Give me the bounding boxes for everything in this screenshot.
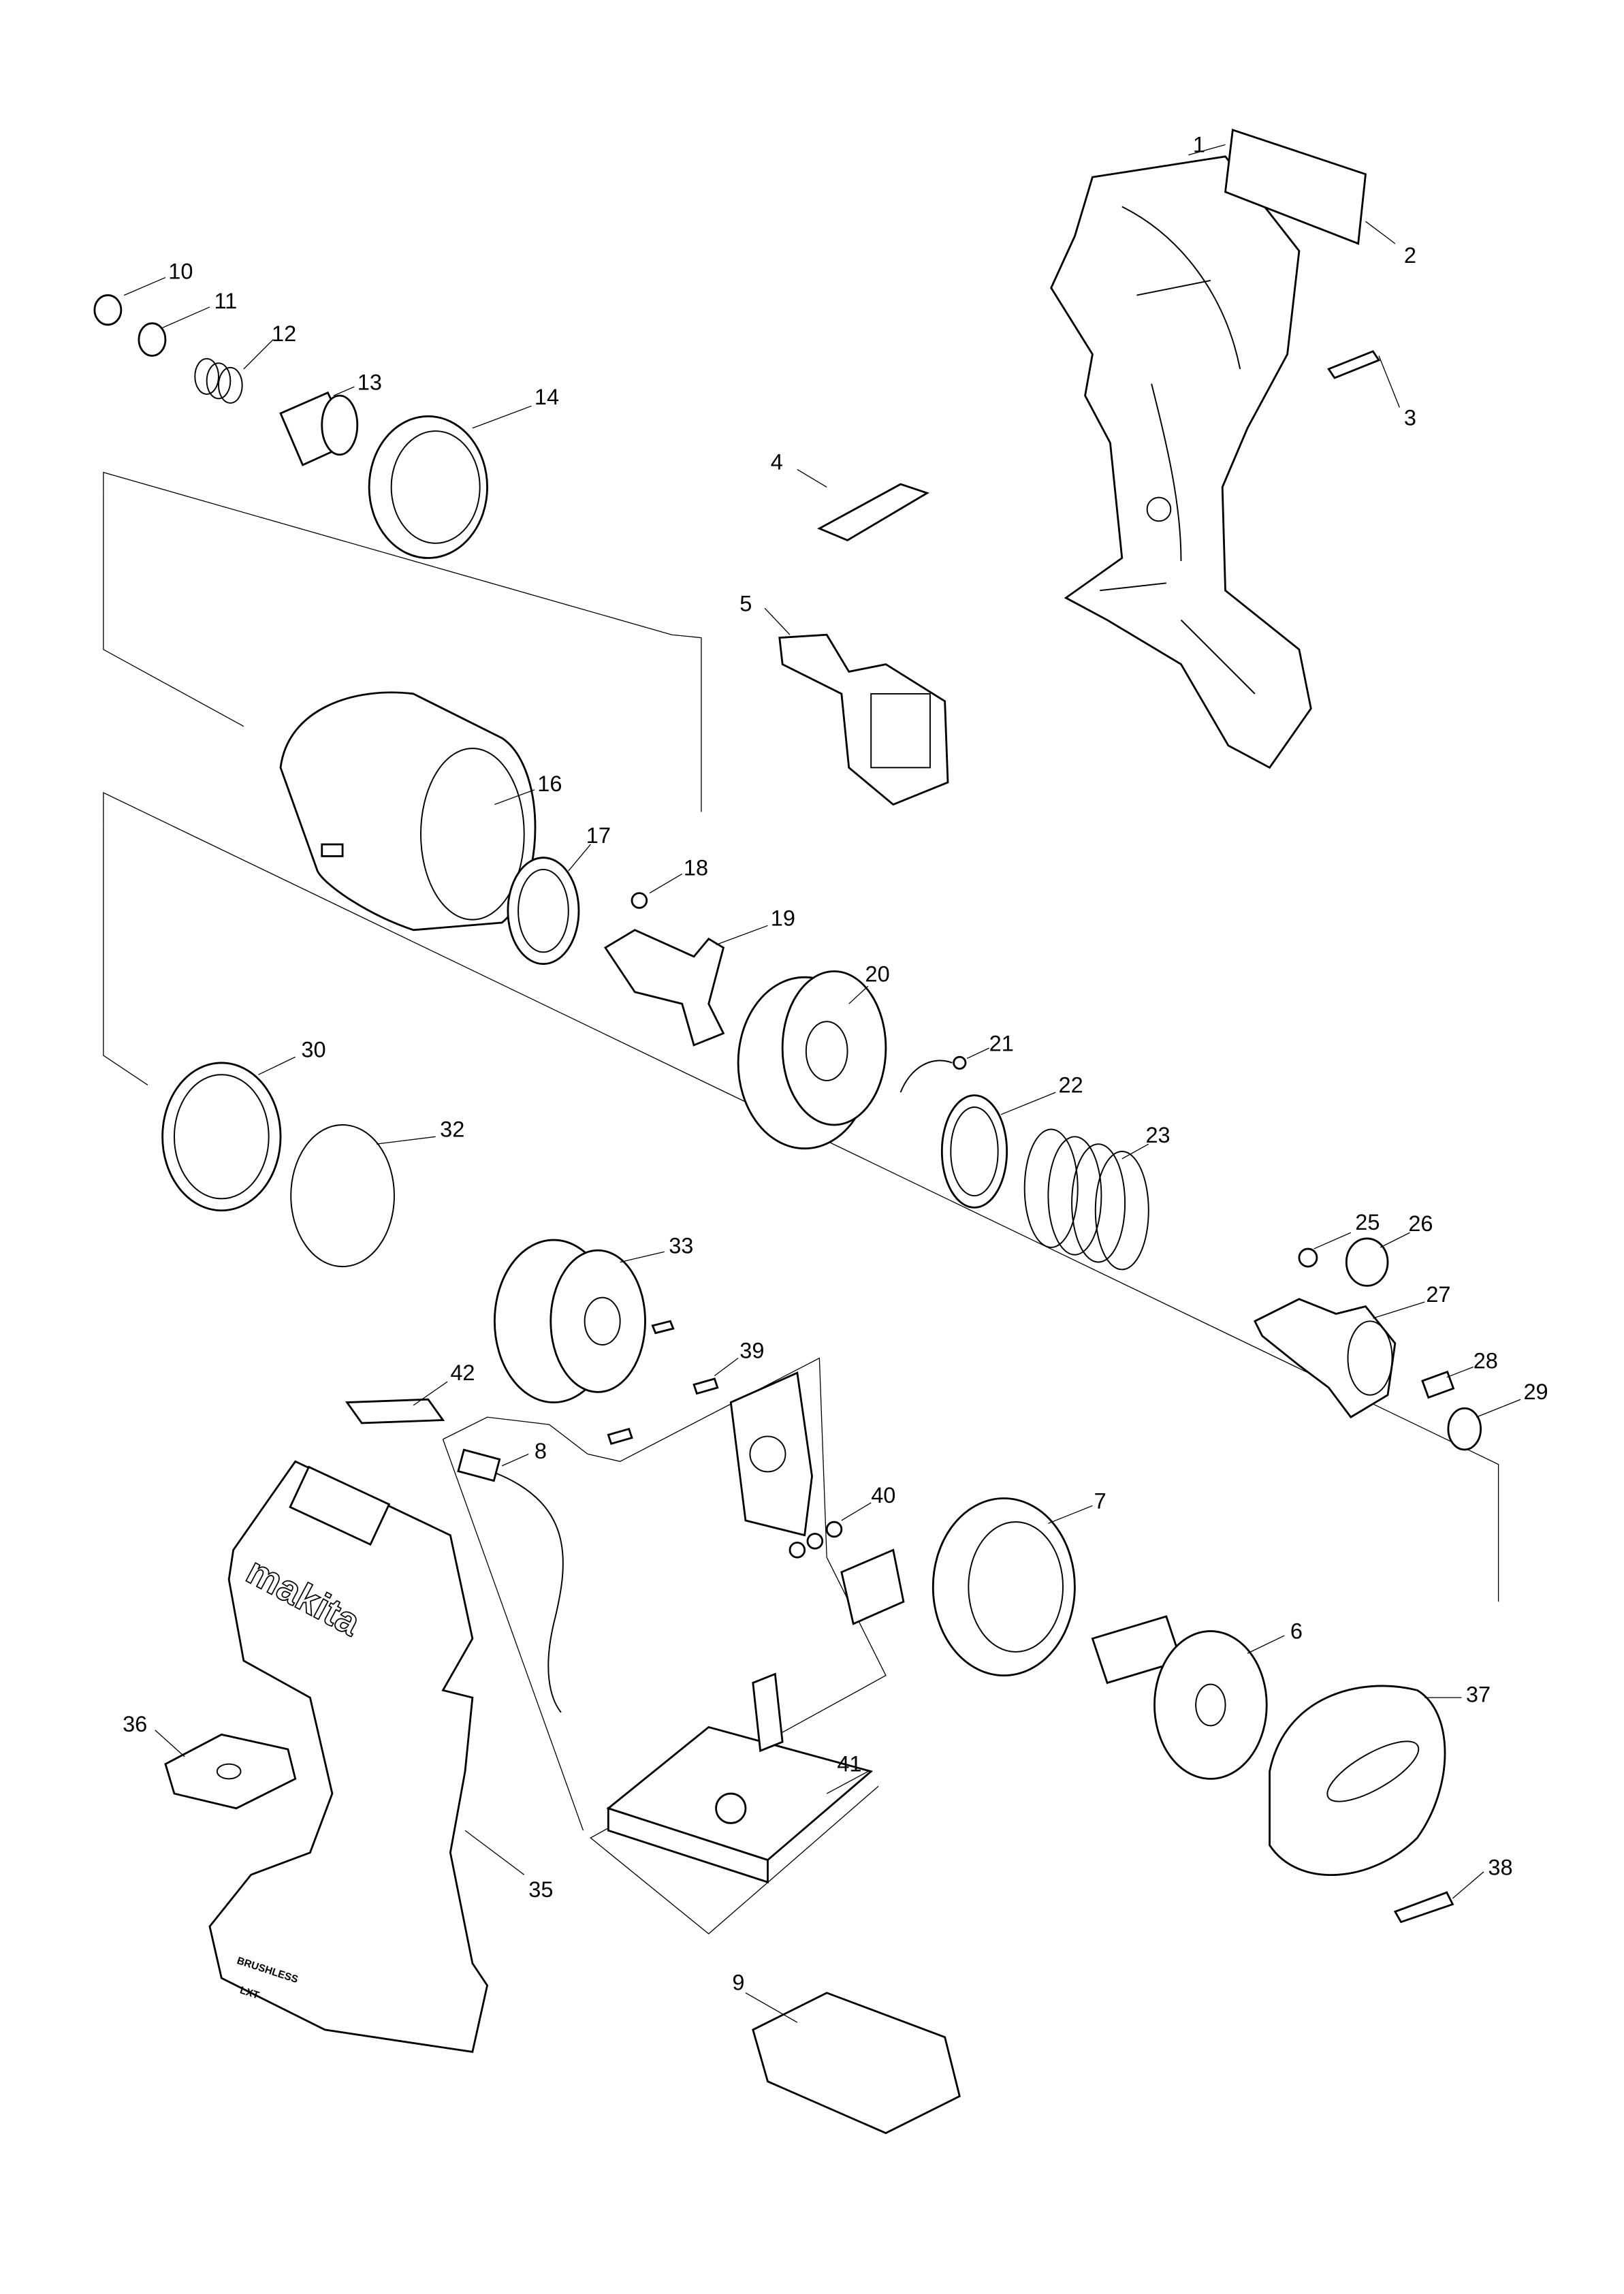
label-28: 28 — [1474, 1349, 1498, 1373]
part-14-bumper — [368, 405, 532, 559]
label-35: 35 — [528, 1877, 553, 1902]
label-37: 37 — [1466, 1683, 1491, 1707]
label-19: 19 — [771, 906, 795, 930]
label-33: 33 — [669, 1234, 693, 1258]
label-25: 25 — [1355, 1210, 1380, 1234]
label-38: 38 — [1488, 1855, 1512, 1879]
part-18-ball — [631, 873, 683, 909]
part-12-spring — [194, 339, 274, 404]
part-20-hammer — [737, 970, 887, 1150]
label-32: 32 — [440, 1117, 464, 1141]
label-40: 40 — [871, 1483, 895, 1508]
assembly-frame-lines — [103, 471, 1499, 1934]
label-11: 11 — [214, 289, 237, 313]
label-14: 14 — [535, 385, 559, 409]
part-17-washer — [507, 844, 591, 966]
part-1-housing — [1050, 144, 1312, 769]
label-36: 36 — [123, 1712, 147, 1736]
part-32-o-ring — [290, 1124, 436, 1268]
part-13-sleeve — [279, 386, 359, 466]
part-38-screw — [1393, 1871, 1484, 1924]
label-7: 7 — [1094, 1489, 1106, 1514]
part-2-label-plate — [1224, 128, 1396, 245]
part-4-switch-lever — [797, 468, 929, 542]
part-37-rear-cover — [1269, 1685, 1462, 1877]
part-number-labels: 1 2 3 4 5 6 7 8 9 10 11 12 13 14 16 17 1… — [123, 132, 1548, 1994]
label-41: 41 — [837, 1752, 861, 1777]
label-26: 26 — [1408, 1211, 1433, 1236]
label-12: 12 — [272, 321, 296, 346]
label-17: 17 — [586, 823, 611, 848]
part-6-rotor — [1091, 1615, 1285, 1780]
label-21: 21 — [989, 1032, 1014, 1056]
part-5-switch — [764, 607, 949, 806]
label-30: 30 — [301, 1037, 325, 1062]
label-29: 29 — [1523, 1380, 1548, 1404]
label-5: 5 — [739, 592, 752, 616]
label-39: 39 — [739, 1339, 764, 1363]
part-40-screws — [789, 1502, 872, 1559]
part-41-controller — [606, 1672, 874, 1884]
part-9-terminal — [745, 1992, 961, 2135]
part-23-spring — [1023, 1128, 1149, 1271]
label-13: 13 — [357, 370, 382, 394]
part-22-washer — [940, 1092, 1056, 1209]
label-10: 10 — [168, 259, 193, 284]
plate-part — [729, 1371, 813, 1537]
part-16-hammer-case — [279, 691, 537, 931]
part-42-label — [345, 1381, 448, 1424]
part-30-cover-ring — [161, 1056, 296, 1212]
label-42: 42 — [450, 1360, 475, 1385]
label-8: 8 — [535, 1439, 547, 1463]
part-39-screws — [607, 1357, 739, 1445]
part-25-ball — [1298, 1232, 1352, 1268]
label-27: 27 — [1426, 1282, 1450, 1307]
part-27-spindle — [1253, 1298, 1425, 1419]
part-26-gear — [1345, 1232, 1410, 1287]
part-19-anvil — [603, 925, 768, 1047]
part-10-ring — [93, 276, 166, 326]
part-21-ball — [899, 1047, 989, 1093]
label-23: 23 — [1145, 1123, 1170, 1147]
label-6: 6 — [1290, 1619, 1303, 1643]
part-8-lead-wire — [457, 1448, 564, 1713]
label-9: 9 — [732, 1970, 744, 1994]
label-22: 22 — [1059, 1072, 1083, 1097]
label-3: 3 — [1404, 405, 1416, 430]
part-35-housing: makita BRUSHLESS LXT — [208, 1460, 525, 2054]
part-3-screw — [1327, 350, 1400, 408]
part-29-washer — [1447, 1399, 1521, 1451]
part-28-pin — [1421, 1366, 1474, 1399]
part-7-stator — [932, 1497, 1093, 1677]
label-18: 18 — [684, 856, 708, 880]
label-20: 20 — [865, 962, 890, 987]
label-16: 16 — [537, 771, 562, 796]
label-1: 1 — [1193, 132, 1205, 157]
part-33-fan-baffle — [493, 1239, 675, 1403]
part-36-cap — [155, 1730, 297, 1810]
terminal-block — [840, 1548, 905, 1625]
label-2: 2 — [1404, 243, 1416, 268]
part-11-washer — [138, 306, 210, 357]
label-4: 4 — [771, 449, 783, 474]
